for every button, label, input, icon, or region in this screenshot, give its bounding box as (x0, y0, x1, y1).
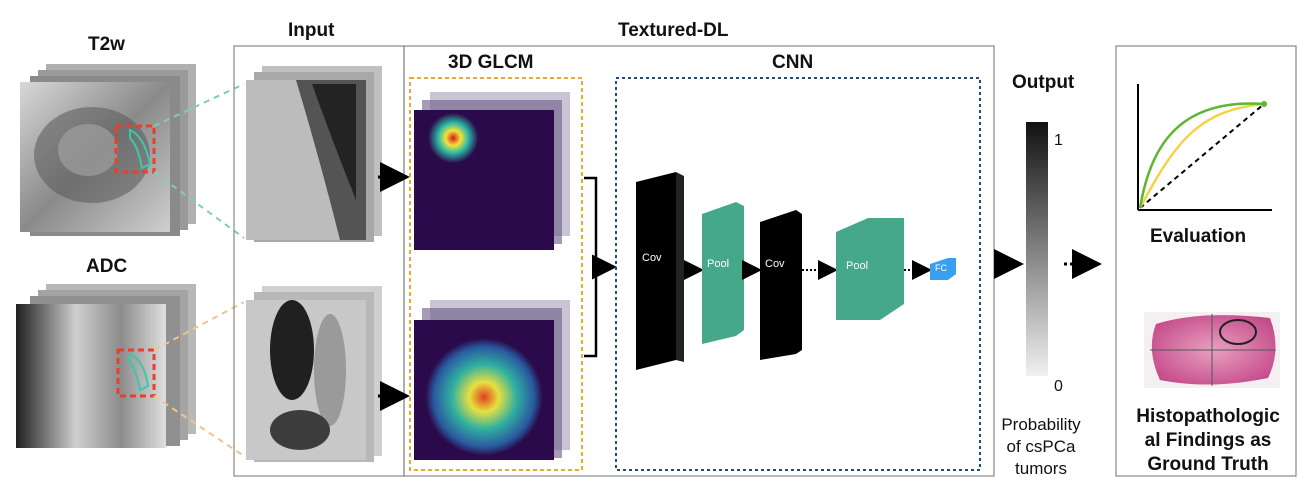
adc-label: ADC (86, 256, 128, 277)
histo-caption-line-3: Ground Truth (1147, 454, 1269, 475)
evaluation-panel-frame (1115, 45, 1297, 477)
scale-low-label: 0 (1054, 378, 1063, 395)
roc-plot (1137, 84, 1272, 211)
cnn-label: CNN (772, 52, 814, 73)
cnn-layer-fc (930, 258, 956, 280)
cnn-frame (615, 77, 981, 471)
cnn-layer-label-4: Pool (846, 260, 869, 272)
input-patch-adc (246, 286, 382, 462)
histo-caption-line-1: Histopathologic (1136, 406, 1280, 427)
output-label: Output (1012, 72, 1075, 93)
adc-mri-stack (16, 284, 196, 448)
roc-chance-line (1139, 103, 1265, 209)
cnn-layer-label-3: Cov (765, 258, 785, 270)
cnn-layer-label-5: FC (935, 263, 947, 273)
cnn-layer-pool-1 (702, 202, 744, 344)
cnn-layer-label-2: Pool (707, 258, 730, 270)
histopathology-slide (1144, 312, 1280, 388)
probability-caption: Probability of csPCa tumors (992, 414, 1090, 480)
glcm-matrix-t2w (414, 92, 570, 250)
t2w-label: T2w (88, 34, 125, 55)
prob-caption-line-3: tumors (1015, 459, 1067, 478)
glcm-frame (409, 77, 583, 471)
cnn-layer-label-1: Cov (642, 252, 662, 264)
prob-caption-line-1: Probability (1001, 415, 1081, 434)
output-colorbar (1026, 122, 1048, 376)
roc-curve-yellow (1138, 102, 1265, 209)
cnn-layer-cov-2 (760, 210, 802, 360)
input-label: Input (288, 20, 335, 41)
cnn-layer-cov-1 (636, 172, 684, 370)
cnn-layer-pool-2 (836, 218, 904, 320)
prob-caption-line-2: of csPCa (1006, 437, 1076, 456)
input-patch-t2w (246, 66, 382, 242)
glcm-matrix-adc (414, 300, 570, 460)
histopathology-caption: Histopathologic al Findings as Ground Tr… (1120, 405, 1296, 477)
glcm-label: 3D GLCM (448, 52, 534, 73)
textured-dl-label: Textured-DL (618, 20, 729, 41)
scale-high-label: 1 (1054, 132, 1063, 149)
t2w-mri-stack (20, 64, 196, 236)
evaluation-label: Evaluation (1150, 226, 1247, 247)
histo-caption-line-2: al Findings as (1144, 430, 1272, 451)
merge-bracket (584, 176, 598, 358)
zoom-connectors (153, 83, 245, 457)
roc-curve-green (1138, 102, 1265, 209)
